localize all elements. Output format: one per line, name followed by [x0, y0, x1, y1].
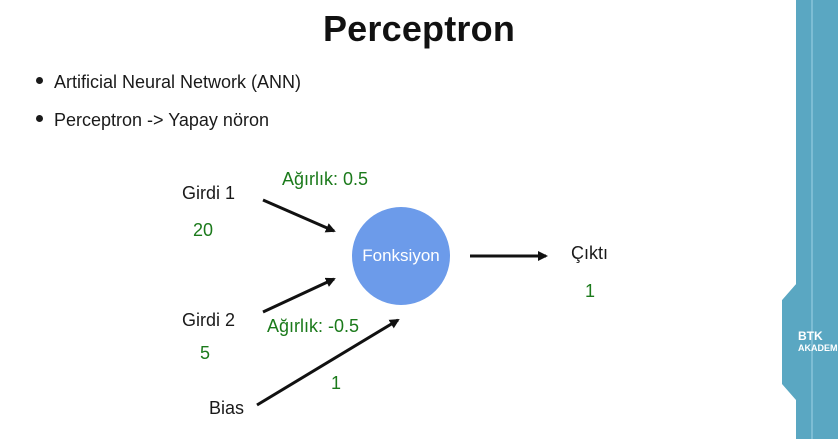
input1-value: 20 [193, 220, 214, 240]
output-label: Çıktı [571, 243, 609, 263]
input2-arrow [262, 277, 336, 314]
output-value: 1 [585, 281, 596, 301]
brand-line1: BTK [798, 329, 823, 343]
input1-arrow [262, 198, 336, 233]
bullet-item: Perceptron -> Yapay nöron [32, 110, 301, 130]
bullet-item: Artificial Neural Network (ANN) [32, 72, 301, 92]
bias-label: Bias [209, 398, 245, 418]
brand-band [782, 0, 838, 439]
function-node-label: Fonksiyon [362, 246, 440, 265]
bullet-list: Artificial Neural Network (ANN) Perceptr… [32, 72, 301, 148]
input2-value: 5 [200, 343, 211, 363]
btk-logo: BTK AKADEM [798, 330, 838, 354]
input1-weight: Ağırlık: 0.5 [282, 169, 369, 189]
input2-label: Girdi 2 [182, 310, 236, 330]
brand-line2: AKADEM [798, 343, 838, 353]
input1-label: Girdi 1 [182, 183, 236, 203]
input2-weight: Ağırlık: -0.5 [267, 316, 360, 336]
bias-value: 1 [331, 373, 342, 393]
function-node [352, 207, 450, 305]
bias-arrow [256, 318, 400, 407]
slide-title: Perceptron [322, 8, 516, 49]
